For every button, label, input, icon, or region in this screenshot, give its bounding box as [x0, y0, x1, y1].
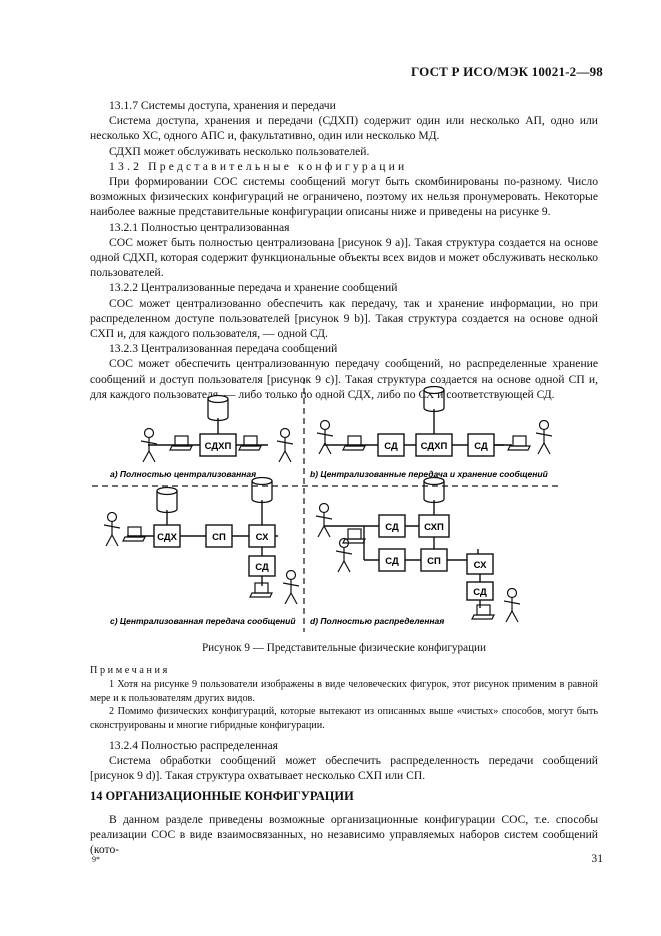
notes-heading: Примечания: [90, 665, 170, 676]
box-sh-c: СХ: [256, 532, 269, 543]
paragraph: 13.1.7 Системы доступа, хранения и перед…: [109, 99, 336, 112]
paragraph: СОС может централизованно обеспечить как…: [90, 296, 598, 341]
paragraph: СДХП может обслуживать несколько пользов…: [109, 144, 370, 158]
page-number: 31: [591, 852, 603, 865]
caption-b: b) Централизованные передача и хранение …: [310, 469, 549, 479]
box-sd-left: СД: [384, 441, 398, 452]
paragraph: 13.2.2 Централизованные передача и хране…: [109, 281, 398, 295]
box-sd-d2: СД: [385, 556, 399, 567]
box-sp-c: СП: [212, 532, 226, 543]
subsection-heading: 13.2.4 Полностью распределенная: [109, 739, 278, 752]
figure-caption: Рисунок 9 — Представительные физические …: [201, 642, 487, 654]
box-sd-c: СД: [255, 562, 269, 573]
box-sdh: СДХ: [157, 532, 178, 543]
box-sp-d: СП: [427, 556, 441, 567]
caption-a: а) Полностью централизованная: [110, 469, 256, 479]
paragraph: СОС может быть полностью централизована …: [90, 235, 598, 280]
panel-c: СДХ СП СХ СД с) Централизованная передач…: [103, 476, 300, 626]
note-item: 1 Хотя на рисунке 9 пользователи изображ…: [90, 678, 598, 704]
box-sd-d3: СД: [473, 587, 487, 598]
box-sd-right: СД: [474, 441, 488, 452]
paragraph: Система обработки сообщений может обеспе…: [90, 754, 598, 783]
section-13-text: 13.1.7 Системы доступа, хранения и перед…: [90, 98, 598, 402]
caption-d: d) Полностью распределенная: [310, 616, 444, 626]
footer-mark: 9*: [92, 855, 100, 864]
document-header: ГОСТ Р ИСО/МЭК 10021-2—98: [410, 64, 603, 79]
paragraph: При формировании СОС системы сообщений м…: [90, 175, 598, 219]
paragraph: Система доступа, хранения и передачи (СД…: [90, 114, 598, 143]
section-14-heading: 14 ОРГАНИЗАЦИОННЫЕ КОНФИГУРАЦИИ: [90, 789, 354, 803]
paragraph: 13.2.3 Централизованная передача сообщен…: [109, 342, 338, 356]
panel-a: СДХП а) Полностью централизованная: [110, 394, 294, 479]
section-1324: 13.2.4 Полностью распределенная Система …: [90, 738, 598, 784]
paragraph: 13.2.1 Полностью централизованная: [109, 220, 290, 234]
box-shp: СХП: [424, 522, 444, 533]
section-14-text: В данном разделе приведены возможные орг…: [90, 812, 598, 858]
section-heading: 13.2 Представительные конфигурации: [109, 159, 408, 173]
note-item: 2 Помимо физических конфигураций, которы…: [90, 706, 598, 732]
box-sdhp: СДХП: [205, 441, 232, 452]
figure-9-diagram: СДХП а) Полностью централизованная СД СД…: [92, 378, 560, 632]
notes-block: Примечания 1 Хотя на рисунке 9 пользоват…: [90, 664, 598, 733]
box-sd-d1: СД: [385, 522, 399, 533]
panel-d: СД СХП СД СП СХ СД d) Полностью распреде…: [310, 476, 521, 626]
panel-b: СД СДХП СД b) Централизованные передача …: [310, 385, 553, 479]
box-sdhp-b: СДХП: [421, 441, 448, 452]
caption-c: с) Централизованная передача сообщений: [110, 616, 296, 626]
box-sh-d: СХ: [474, 560, 487, 571]
paragraph: В данном разделе приведены возможные орг…: [90, 813, 598, 857]
